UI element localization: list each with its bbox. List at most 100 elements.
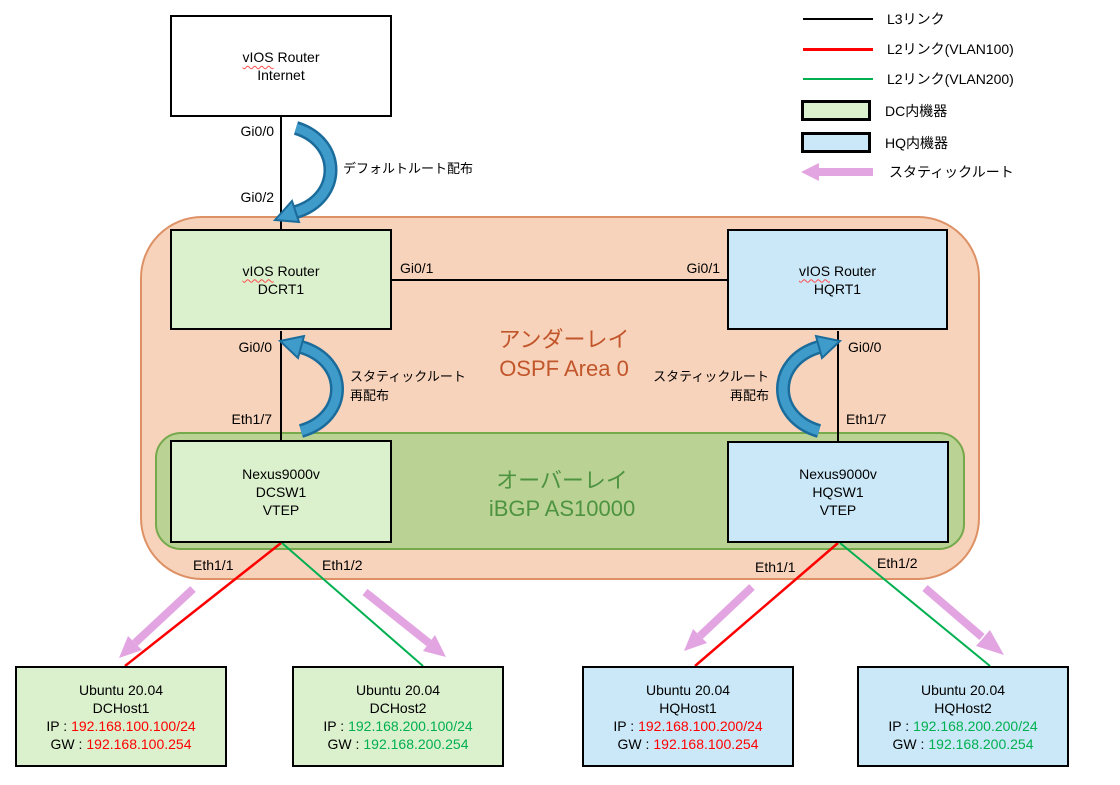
dc-box-swatch bbox=[801, 100, 871, 121]
node-hqsw1-switch: Nexus9000v HQSW1 VTEP bbox=[727, 441, 949, 543]
curved-arrow-body bbox=[778, 342, 821, 436]
curved-arrow-body bbox=[294, 123, 335, 217]
ip-value: 192.168.200.100/24 bbox=[348, 717, 473, 734]
l3-line-swatch bbox=[803, 18, 873, 20]
underlay-title-line1: アンダーレイ bbox=[498, 327, 630, 352]
port-label-internet-gi0-2: Gi0/2 bbox=[240, 189, 274, 205]
host-ip-row: IP :192.168.100.100/24 bbox=[46, 717, 195, 735]
gw-value: 192.168.200.254 bbox=[363, 735, 469, 752]
node-subtitle: DCRT1 bbox=[257, 280, 305, 297]
static-route-arrow-head bbox=[684, 629, 707, 651]
static-route-arrow-shaft bbox=[697, 584, 755, 639]
overlay-title-line1: オーバーレイ bbox=[496, 468, 628, 493]
node-title-rest: Router bbox=[273, 262, 320, 279]
static-route-arrow-dchost2 bbox=[362, 588, 446, 657]
gw-value: 192.168.100.254 bbox=[86, 735, 192, 752]
curved-arrow-body bbox=[299, 342, 342, 436]
node-title: vIOS Router bbox=[799, 262, 876, 280]
port-label-hqsw1-eth1-2: Eth1/2 bbox=[877, 555, 918, 571]
ip-label: IP : bbox=[613, 717, 635, 734]
host-ip-row: IP :192.168.200.200/24 bbox=[888, 717, 1037, 735]
host-gw-row: GW :192.168.100.254 bbox=[618, 735, 759, 753]
port-label-dcsw1-eth1-1: Eth1/1 bbox=[193, 557, 234, 573]
static-route-arrow-head bbox=[976, 630, 1004, 655]
legend-item-l2-vlan100: L2リンク(VLAN100) bbox=[803, 41, 1014, 57]
legend-item-hq-equipment: HQ内機器 bbox=[801, 132, 948, 153]
hq-box-swatch bbox=[801, 132, 871, 153]
l2-vlan100-link-hqsw1-hqhost1 bbox=[694, 542, 839, 667]
annotation-default-route: デフォルトルート配布 bbox=[343, 161, 474, 176]
host-gw-row: GW :192.168.100.254 bbox=[51, 735, 192, 753]
curved-arrow-head bbox=[814, 334, 843, 360]
curved-arrow-head bbox=[272, 199, 301, 224]
node-title: vIOS Router bbox=[242, 262, 319, 280]
host-os: Ubuntu 20.04 bbox=[355, 681, 441, 698]
node-title-rest: Router bbox=[273, 49, 320, 65]
gw-value: 192.168.100.254 bbox=[653, 735, 759, 752]
legend-label: スタティックルート bbox=[889, 164, 1014, 180]
gw-label: GW : bbox=[327, 735, 360, 752]
ip-value: 192.168.200.200/24 bbox=[913, 717, 1038, 734]
node-title: Nexus9000v bbox=[242, 465, 320, 482]
node-title-rest: Router bbox=[830, 262, 877, 279]
ip-label: IP : bbox=[323, 717, 345, 734]
l2-vlan100-link-dcsw1-dchost1 bbox=[124, 542, 282, 667]
annotation-line2: 再配布 bbox=[350, 388, 390, 403]
node-hqhost2: Ubuntu 20.04 HQHost2 IP :192.168.200.200… bbox=[857, 666, 1069, 767]
host-gw-row: GW :192.168.200.254 bbox=[893, 735, 1034, 753]
gw-label: GW : bbox=[50, 735, 83, 752]
legend-label: HQ内機器 bbox=[885, 134, 948, 151]
overlay-title: オーバーレイ iBGP AS10000 bbox=[460, 467, 664, 523]
node-hqrt1-router: vIOS Router HQRT1 bbox=[727, 229, 948, 330]
host-ip-row: IP :192.168.200.100/24 bbox=[323, 717, 472, 735]
node-subtitle: Internet bbox=[257, 67, 305, 83]
l2-vlan200-link-hqsw1-hqhost2 bbox=[839, 542, 991, 667]
legend-item-dc-equipment: DC内機器 bbox=[801, 100, 947, 121]
host-ip-row: IP :192.168.100.200/24 bbox=[613, 717, 762, 735]
host-os: Ubuntu 20.04 bbox=[78, 681, 164, 698]
port-label-dcrt1-gi0-1: Gi0/1 bbox=[400, 260, 434, 276]
legend-label: L3リンク bbox=[887, 11, 945, 27]
port-label-dcrt1-gi0-0: Gi0/0 bbox=[238, 339, 272, 355]
port-label-internet-gi0-0: Gi0/0 bbox=[240, 123, 274, 139]
port-label-dcrt1-eth1-7: Eth1/7 bbox=[231, 411, 272, 427]
node-subtitle: DCSW1 bbox=[255, 483, 307, 500]
port-label-hqrt1-eth1-7: Eth1/7 bbox=[846, 411, 887, 427]
node-title-wavy: vIOS bbox=[798, 262, 831, 279]
node-dcsw1-switch: Nexus9000v DCSW1 VTEP bbox=[170, 440, 392, 543]
node-dchost2: Ubuntu 20.04 DCHost2 IP :192.168.200.100… bbox=[292, 666, 504, 767]
legend-label: L2リンク(VLAN200) bbox=[887, 71, 1014, 87]
static-route-arrow-hqhost1 bbox=[684, 584, 755, 651]
overlay-title-line2: iBGP AS10000 bbox=[488, 496, 636, 521]
gw-label: GW : bbox=[892, 735, 925, 752]
underlay-title: アンダーレイ OSPF Area 0 bbox=[462, 325, 666, 383]
static-route-arrow-dchost1 bbox=[119, 586, 196, 658]
gw-label: GW : bbox=[617, 735, 650, 752]
curved-arrow-redistribute-hq bbox=[776, 334, 843, 438]
node-title: Nexus9000v bbox=[799, 466, 877, 482]
node-subtitle: HQRT1 bbox=[813, 280, 862, 297]
annotation-line1: スタティックルート bbox=[350, 369, 466, 384]
gw-value: 192.168.200.254 bbox=[928, 735, 1034, 752]
port-label-hqsw1-eth1-1: Eth1/1 bbox=[755, 559, 796, 575]
static-route-arrow-shaft bbox=[362, 588, 432, 647]
vlan100-line-swatch bbox=[803, 47, 873, 51]
port-label-dcsw1-eth1-2: Eth1/2 bbox=[322, 557, 363, 573]
host-os: Ubuntu 20.04 bbox=[920, 681, 1006, 698]
host-name: HQHost2 bbox=[934, 699, 992, 716]
l2-vlan200-link-dcsw1-dchost2 bbox=[281, 542, 424, 667]
host-name: HQHost1 bbox=[659, 699, 717, 716]
static-route-arrow-head bbox=[119, 636, 142, 658]
port-label-hqrt1-gi0-0: Gi0/0 bbox=[848, 339, 882, 355]
node-title-wavy: vIOS bbox=[242, 262, 274, 279]
legend-item-l2-vlan200: L2リンク(VLAN200) bbox=[803, 71, 1014, 87]
port-label-hqrt1-gi0-1: Gi0/1 bbox=[686, 260, 720, 276]
node-dchost1: Ubuntu 20.04 DCHost1 IP :192.168.100.100… bbox=[15, 666, 227, 767]
node-role: VTEP bbox=[262, 501, 300, 518]
static-route-arrow-shaft bbox=[132, 586, 196, 646]
node-role: VTEP bbox=[819, 502, 857, 518]
static-route-arrow-hqhost2 bbox=[922, 584, 1004, 655]
ip-label: IP : bbox=[888, 717, 910, 734]
